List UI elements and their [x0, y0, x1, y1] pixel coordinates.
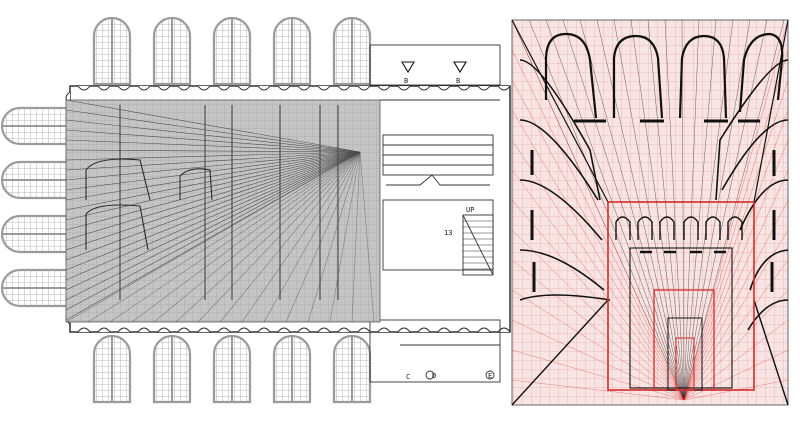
marker-label: B: [404, 77, 408, 85]
arched-window: [152, 334, 192, 404]
ceiling-arches: [544, 32, 784, 119]
arched-window: [152, 16, 192, 86]
arched-window: [92, 334, 132, 404]
perspective-sketch-overlay: [65, 99, 381, 323]
arched-window: [0, 106, 70, 146]
grid-label-d: D: [432, 372, 436, 380]
marker-label: B: [456, 77, 460, 85]
left-wall-arches: [519, 59, 611, 301]
right-wall-arches: [715, 59, 789, 331]
room-number: 13: [444, 229, 452, 237]
grid-label-e: E: [488, 372, 492, 380]
receding-frames: [607, 201, 755, 391]
arched-window: [0, 214, 70, 254]
section-marker-2: B: [453, 61, 467, 85]
arched-window: [212, 16, 252, 86]
section-marker-1: B: [401, 61, 415, 85]
top-window-row: [92, 16, 372, 86]
arched-window: [212, 334, 252, 404]
arched-window: [92, 16, 132, 86]
perspective-drawing: [511, 19, 789, 406]
stair-note: UP: [466, 206, 474, 214]
left-window-column: [0, 106, 70, 308]
bottom-window-row: [92, 334, 372, 404]
arched-window: [0, 268, 70, 308]
arched-window: [332, 334, 372, 404]
arched-window: [272, 16, 312, 86]
arched-window: [332, 16, 372, 86]
floor-plan: B B 13 UP C D E: [0, 16, 511, 404]
service-block: [369, 44, 501, 383]
grid-label-c: C: [406, 373, 410, 381]
arched-window: [0, 160, 70, 200]
arched-window: [272, 334, 312, 404]
